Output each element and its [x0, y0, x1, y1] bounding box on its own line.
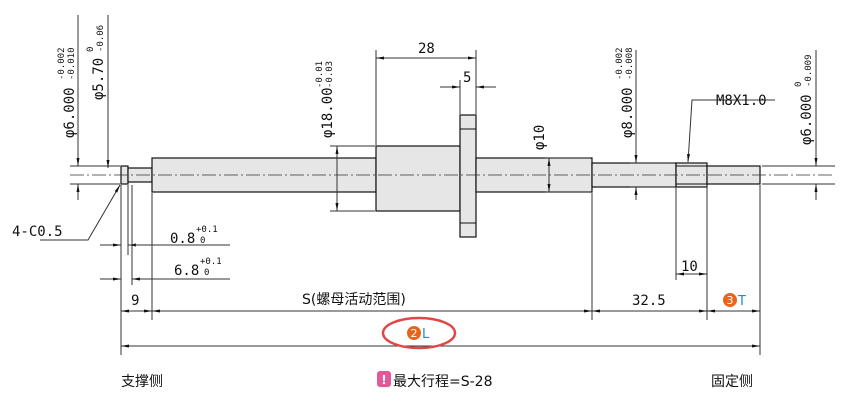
fixed-side-label: 固定侧 — [711, 374, 753, 390]
svg-text:-0.002: -0.002 — [57, 47, 67, 80]
highlight-ellipse — [381, 316, 457, 350]
t-marker: 3 T — [723, 293, 746, 309]
l-marker: 2 L — [381, 316, 457, 350]
shaft-dia-label: φ10 — [532, 125, 548, 150]
svg-text:-0.009: -0.009 — [804, 54, 814, 87]
groove-dia-label: φ5.70 0 -0.06 — [86, 25, 107, 100]
nut-flange — [459, 114, 477, 238]
thread-label: M8X1.0 — [716, 93, 767, 109]
svg-text:φ6.000: φ6.000 — [799, 94, 815, 145]
svg-text:0: 0 — [200, 236, 205, 246]
svg-text:T: T — [737, 294, 746, 309]
left-end-dia-label: φ6.000 -0.002 -0.010 — [57, 47, 78, 138]
chamfer-label: 4-C0.5 — [12, 224, 63, 240]
nut-length-label: 28 — [418, 41, 435, 57]
svg-text:-0.06: -0.06 — [96, 25, 106, 52]
max-stroke-note: ! 最大行程=S-28 — [377, 371, 492, 390]
screw-shaft — [70, 114, 835, 238]
right-end-dia-label: φ6.000 0 -0.009 — [794, 54, 815, 145]
svg-text:φ8.000: φ8.000 — [620, 87, 636, 138]
nut-dia-label: φ18.00 -0.01 -0.03 — [315, 61, 336, 138]
support-side-label: 支撑侧 — [121, 374, 163, 390]
svg-text:-0.010: -0.010 — [67, 47, 77, 80]
left-length-label: 9 — [131, 293, 139, 309]
svg-text:!: ! — [381, 373, 386, 387]
groove-pos-label: 6.8 +0.1 0 — [174, 257, 222, 279]
bearing-dia-label: φ8.000 -0.002 -0.008 — [615, 47, 636, 138]
svg-text:0.8: 0.8 — [170, 231, 195, 247]
flange-width-label: 5 — [463, 70, 471, 86]
svg-text:0: 0 — [794, 82, 804, 87]
svg-text:L: L — [422, 327, 430, 342]
groove-width-label: 0.8 +0.1 0 — [170, 225, 218, 247]
svg-text:3: 3 — [727, 294, 734, 307]
svg-text:6.8: 6.8 — [174, 263, 199, 279]
stroke-range-label: S(螺母活动范围) — [302, 291, 406, 308]
thread-length-label: 10 — [681, 259, 698, 275]
right-length-label: 32.5 — [632, 293, 666, 309]
svg-text:φ18.00: φ18.00 — [320, 87, 336, 138]
svg-text:φ6.000: φ6.000 — [62, 87, 78, 138]
svg-text:2: 2 — [411, 327, 418, 340]
svg-text:-0.002: -0.002 — [615, 47, 625, 80]
svg-text:0: 0 — [86, 47, 96, 52]
svg-text:最大行程=S-28: 最大行程=S-28 — [393, 374, 492, 390]
svg-text:φ5.70: φ5.70 — [91, 58, 107, 100]
svg-text:0: 0 — [204, 268, 209, 278]
svg-text:+0.1: +0.1 — [196, 225, 218, 235]
svg-text:-0.01: -0.01 — [315, 61, 325, 88]
svg-text:-0.03: -0.03 — [325, 61, 335, 88]
svg-text:+0.1: +0.1 — [200, 257, 222, 267]
nut-body — [375, 145, 461, 212]
warning-icon — [377, 371, 391, 387]
svg-text:-0.008: -0.008 — [625, 47, 635, 80]
